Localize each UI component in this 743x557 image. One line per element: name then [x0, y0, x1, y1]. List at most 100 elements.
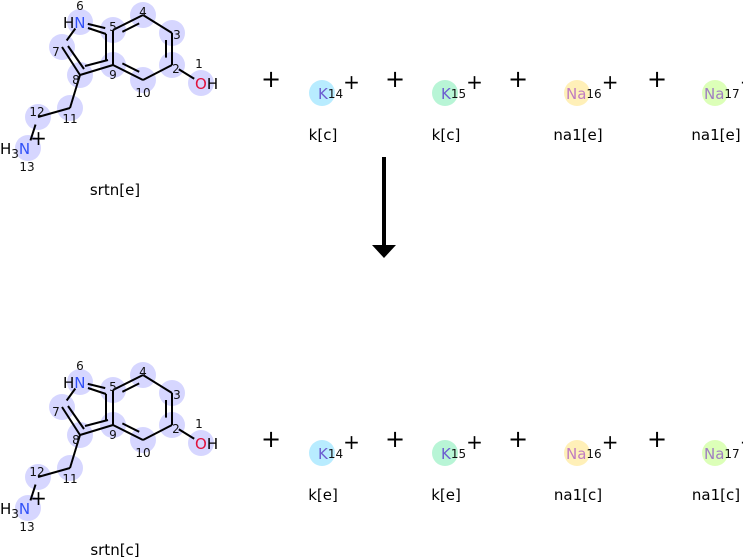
reactant-ion-14: K14+k[c] — [309, 70, 360, 144]
reactant-ion-16: Na16+ na1[e] — [553, 70, 618, 144]
subscript-label: 3 — [11, 507, 19, 521]
atom-highlight-1 — [188, 70, 214, 96]
nitrogen-label: N — [74, 14, 85, 32]
ion-symbol: K — [441, 445, 452, 463]
ion-charge: + — [343, 70, 360, 94]
bond — [112, 424, 144, 441]
bond — [112, 64, 144, 81]
ion-symbol: K — [318, 85, 329, 103]
double-bond — [121, 422, 140, 433]
charge-label: + — [30, 486, 47, 510]
atom-number-2: 2 — [172, 62, 180, 76]
ammonium-group-label: H3N+ — [0, 486, 47, 521]
oxygen-label: O — [195, 75, 207, 93]
ion-charge: + — [740, 430, 743, 454]
atom-number-4: 4 — [139, 5, 147, 19]
ion-label: Na17+ — [704, 430, 743, 463]
ion-charge: + — [602, 70, 619, 94]
double-bond — [84, 419, 109, 427]
double-bond — [121, 382, 140, 393]
hydrogen-label: H — [0, 500, 11, 518]
bond — [69, 434, 81, 469]
double-bond — [87, 27, 107, 35]
ion-symbol: Na — [566, 445, 586, 463]
bond — [112, 374, 144, 391]
atom-number-10: 10 — [135, 446, 150, 460]
plus-sign: + — [647, 65, 667, 93]
ion-symbol: K — [441, 85, 452, 103]
reactant-ion-17: Na17+na1[e] — [691, 70, 743, 144]
ion-name: k[c] — [432, 126, 461, 144]
bond — [142, 14, 173, 34]
ion-index: 16 — [586, 87, 601, 101]
plus-sign: + — [385, 65, 405, 93]
oh-group-label: OH — [195, 75, 218, 93]
hydrogen-label: H — [207, 75, 218, 93]
atom-number-3: 3 — [173, 28, 181, 42]
nitrogen-label: N — [74, 374, 85, 392]
ion-index: 15 — [451, 87, 466, 101]
bond — [79, 424, 114, 436]
atom-number-6: 6 — [76, 0, 84, 13]
ion-highlight — [309, 440, 335, 466]
ion-name: na1[c] — [554, 486, 602, 504]
hydrogen-label: H — [63, 14, 74, 32]
double-bond — [121, 62, 140, 73]
ion-highlight — [702, 440, 728, 466]
bond — [178, 68, 195, 80]
ion-symbol: Na — [704, 445, 724, 463]
atom-highlight-6 — [67, 369, 93, 395]
atom-number-3: 3 — [173, 388, 181, 402]
ion-name: na1[e] — [691, 126, 740, 144]
plus-sign: + — [261, 425, 281, 453]
ion-highlight — [432, 80, 458, 106]
hydrogen-label: H — [207, 435, 218, 453]
ion-name: na1[c] — [692, 486, 740, 504]
atom-number-8: 8 — [72, 433, 80, 447]
bond — [65, 387, 77, 402]
ion-charge: + — [466, 70, 483, 94]
product-molecule-name: srtn[c] — [90, 541, 139, 557]
atom-highlight-13 — [15, 495, 41, 521]
ion-charge: + — [466, 430, 483, 454]
charge-label: + — [30, 126, 47, 150]
atom-highlight-1 — [188, 430, 214, 456]
bonds — [29, 14, 195, 141]
ion-label: K14+ — [318, 430, 360, 463]
double-bond — [67, 405, 85, 430]
ion-label: K15+ — [441, 430, 483, 463]
bond — [37, 107, 71, 118]
ion-charge: + — [343, 430, 360, 454]
plus-sign: + — [647, 425, 667, 453]
ion-symbol: Na — [566, 85, 586, 103]
product-ion-16: Na16+na1[c] — [554, 430, 619, 504]
ion-charge: + — [740, 70, 743, 94]
bond — [142, 424, 173, 441]
atom-number-13: 13 — [19, 520, 34, 534]
plus-sign: + — [508, 425, 528, 453]
oh-group-label: OH — [195, 435, 218, 453]
subscript-label: 3 — [11, 147, 19, 161]
double-bond — [84, 59, 109, 67]
hydrogen-label: H — [0, 140, 11, 158]
atom-number-9: 9 — [109, 68, 117, 82]
nitrogen-label: N — [19, 500, 30, 518]
reactant-molecule-name: srtn[e] — [90, 181, 140, 199]
ion-index: 15 — [451, 447, 466, 461]
atom-number-1: 1 — [195, 417, 203, 431]
double-bond — [87, 387, 107, 395]
bond — [87, 22, 106, 30]
arrow-head — [372, 245, 396, 258]
ion-index: 14 — [328, 87, 343, 101]
ion-highlight — [432, 440, 458, 466]
ion-index: 14 — [328, 447, 343, 461]
plus-sign: + — [385, 425, 405, 453]
atom-number-9: 9 — [109, 428, 117, 442]
atom-number-2: 2 — [172, 422, 180, 436]
double-bond — [67, 45, 85, 70]
nitrogen-label: N — [19, 140, 30, 158]
ion-name: na1[e] — [553, 126, 602, 144]
nh-group-label: HN — [63, 374, 86, 392]
